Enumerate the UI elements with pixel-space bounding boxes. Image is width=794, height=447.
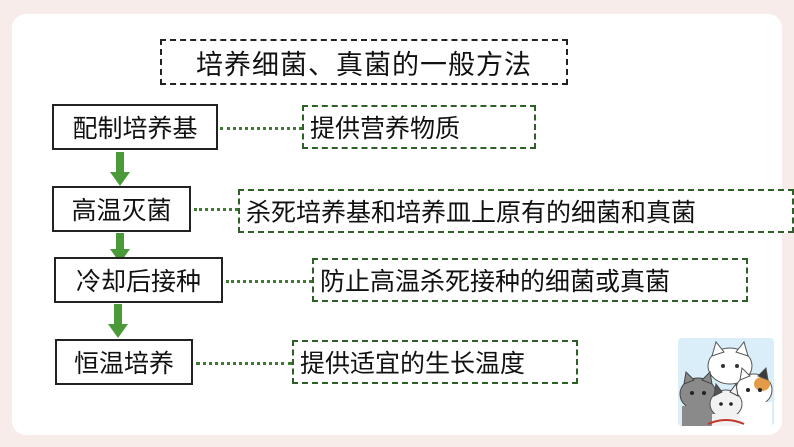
connector-2 [194,208,238,211]
down-arrow-icon [110,152,130,186]
down-arrow-icon [108,304,128,338]
step-3-box: 冷却后接种 [54,257,223,303]
step-1-box: 配制培养基 [52,104,218,150]
step-3-description: 防止高温杀死接种的细菌或真菌 [312,258,748,302]
step-4-description: 提供适宜的生长温度 [292,340,578,384]
cats-illustration [678,338,774,426]
step-2-box: 高温灭菌 [52,186,191,232]
connector-3 [226,280,312,283]
connector-1 [220,127,302,130]
connector-4 [196,362,292,365]
down-arrow-icon [110,233,130,263]
step-4-box: 恒温培养 [55,339,193,385]
step-2-description: 杀死培养基和培养皿上原有的细菌和真菌 [238,189,794,233]
step-1-description: 提供营养物质 [302,105,536,149]
diagram-title: 培养细菌、真菌的一般方法 [160,39,568,85]
